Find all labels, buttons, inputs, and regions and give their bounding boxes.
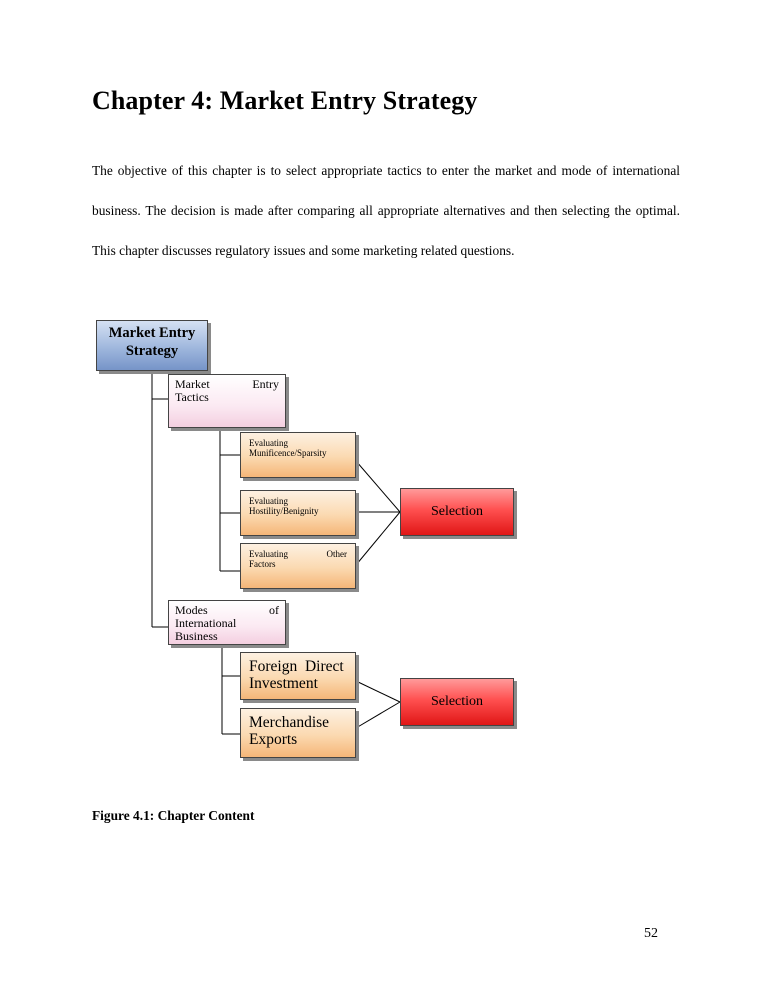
tactics-word-tactics: Tactics bbox=[175, 390, 209, 404]
modes-word-modes: Modes bbox=[175, 603, 208, 617]
tactics-word-entry: Entry bbox=[252, 377, 279, 391]
node-market-entry-tactics: Market Entry Tactics bbox=[168, 374, 286, 428]
other-word-other: Other bbox=[326, 549, 348, 559]
node-market-entry-strategy: Market Entry Strategy bbox=[96, 320, 208, 371]
exports-line1: Merchandise bbox=[249, 714, 330, 731]
munificence-to-selection-line bbox=[355, 460, 401, 513]
root-label-line2: Strategy bbox=[125, 343, 179, 359]
fdi-line1: Foreign Direct bbox=[249, 658, 344, 675]
node-merchandise-exports: Merchandise Exports bbox=[240, 708, 356, 758]
node-evaluating-munificence: Evaluating Munificence/Sparsity bbox=[240, 432, 356, 478]
figure-caption: Figure 4.1: Chapter Content bbox=[92, 808, 255, 823]
selection-modes-label: Selection bbox=[430, 694, 484, 709]
node-selection-modes: Selection bbox=[400, 678, 514, 726]
hostility-line1: Evaluating bbox=[249, 496, 288, 506]
modes-word-business: Business bbox=[175, 629, 218, 643]
intro-paragraph: The objective of this chapter is to sele… bbox=[92, 163, 680, 258]
selection-tactics-label: Selection bbox=[430, 504, 484, 519]
exports-line2: Exports bbox=[249, 731, 298, 748]
tactics-word-market: Market bbox=[175, 377, 210, 391]
other-line1: Evaluating Other bbox=[249, 549, 347, 559]
other-to-selection-line bbox=[355, 511, 401, 566]
munificence-line2: Munificence/Sparsity bbox=[249, 448, 327, 458]
other-word-evaluating: Evaluating bbox=[249, 549, 288, 559]
node-evaluating-hostility: Evaluating Hostility/Benignity bbox=[240, 490, 356, 536]
other-word-factors: Factors bbox=[249, 559, 276, 569]
hostility-line2: Hostility/Benignity bbox=[249, 506, 319, 516]
modes-word-of: of bbox=[269, 603, 279, 617]
node-foreign-direct-investment: Foreign Direct Investment bbox=[240, 652, 356, 700]
node-modes-of-international-business: Modes of International Business bbox=[168, 600, 286, 645]
node-selection-tactics: Selection bbox=[400, 488, 514, 536]
page-number: 52 bbox=[644, 926, 658, 941]
modes-line1: Modes of bbox=[175, 604, 279, 617]
root-label-line1: Market Entry bbox=[108, 325, 196, 341]
chapter-title: Chapter 4: Market Entry Strategy bbox=[92, 86, 478, 115]
exports-to-selection-line bbox=[355, 701, 401, 729]
tactics-line1: Market Entry bbox=[175, 378, 279, 391]
fdi-to-selection-line bbox=[355, 680, 401, 703]
munificence-line1: Evaluating bbox=[249, 438, 288, 448]
modes-word-international: International bbox=[175, 616, 237, 630]
node-evaluating-other-factors: Evaluating Other Factors bbox=[240, 543, 356, 589]
fdi-line2: Investment bbox=[249, 675, 318, 692]
